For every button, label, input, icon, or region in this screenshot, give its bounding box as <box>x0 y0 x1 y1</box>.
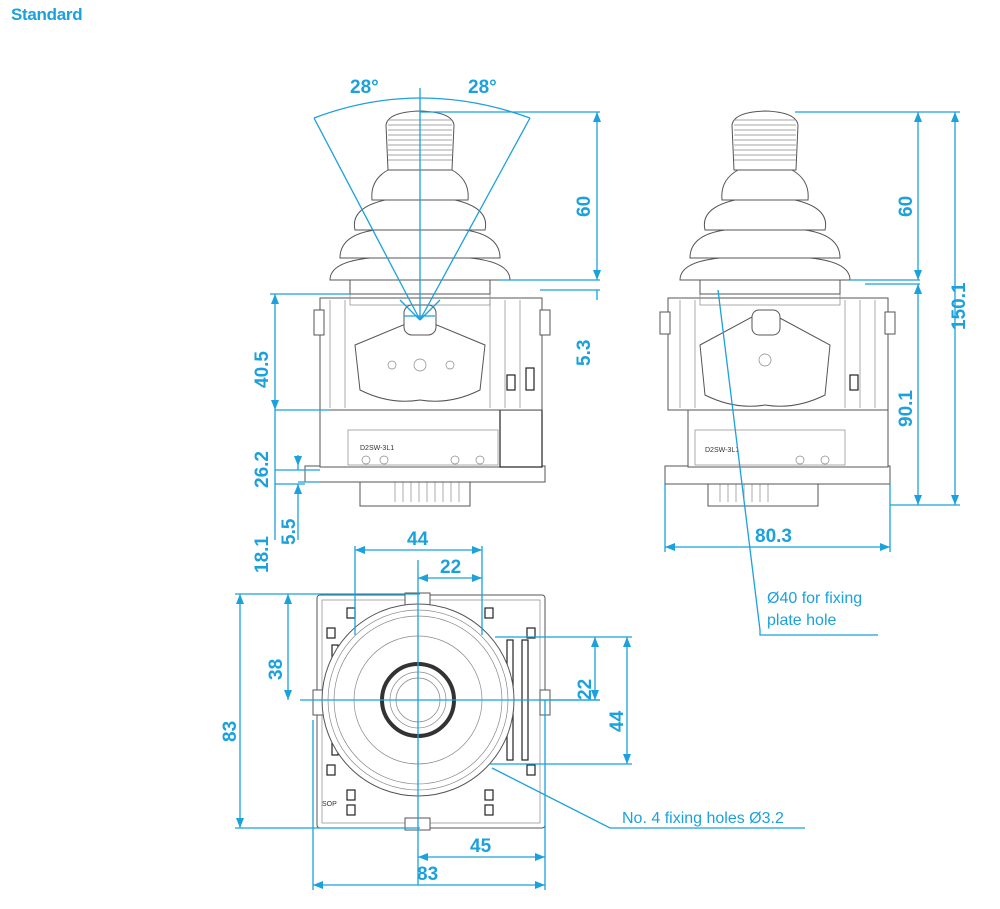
dim-front-5-3: 5.3 <box>574 340 595 366</box>
dim-front-60: 60 <box>574 196 595 217</box>
dim-top-83-width: 83 <box>417 864 438 885</box>
angle-right-label: 28° <box>468 77 497 98</box>
corner-label: SOP <box>322 801 337 808</box>
fixing-holes-note: No. 4 fixing holes Ø3.2 <box>622 810 784 827</box>
fixing-plate-note-line2: plate hole <box>767 612 836 629</box>
top-view-dimensions <box>235 546 805 890</box>
front-view-joystick: D2SW-3L1 <box>304 110 551 507</box>
dim-side-150-1: 150.1 <box>949 282 970 330</box>
switch-label-side: D2SW-3L1 <box>705 447 739 454</box>
dim-side-60: 60 <box>896 196 917 217</box>
angle-left-label: 28° <box>350 77 379 98</box>
dim-front-18-1: 18.1 <box>252 536 273 573</box>
dim-side-90-1: 90.1 <box>896 390 917 427</box>
fixing-plate-note-line1: Ø40 for fixing <box>767 590 862 607</box>
dim-top-38: 38 <box>266 659 287 680</box>
dim-front-5-5: 5.5 <box>279 518 300 545</box>
top-view-joystick: SOP <box>312 592 551 831</box>
dim-side-80-3: 80.3 <box>755 526 792 547</box>
dim-top-45: 45 <box>470 836 492 857</box>
dim-front-26-2: 26.2 <box>252 451 273 488</box>
dim-top-44-right: 44 <box>607 710 628 732</box>
dim-top-83-height: 83 <box>220 721 241 742</box>
dim-front-40-5: 40.5 <box>252 351 273 388</box>
dim-top-44: 44 <box>407 529 429 550</box>
front-view-dimensions <box>270 88 601 540</box>
page-title: Standard <box>11 5 83 24</box>
side-view-joystick: D2SW-3L1 <box>659 110 896 507</box>
dim-top-22: 22 <box>440 557 461 578</box>
switch-label: D2SW-3L1 <box>360 445 394 452</box>
dim-top-22-right: 22 <box>575 679 596 700</box>
side-view-dimensions <box>664 111 960 636</box>
